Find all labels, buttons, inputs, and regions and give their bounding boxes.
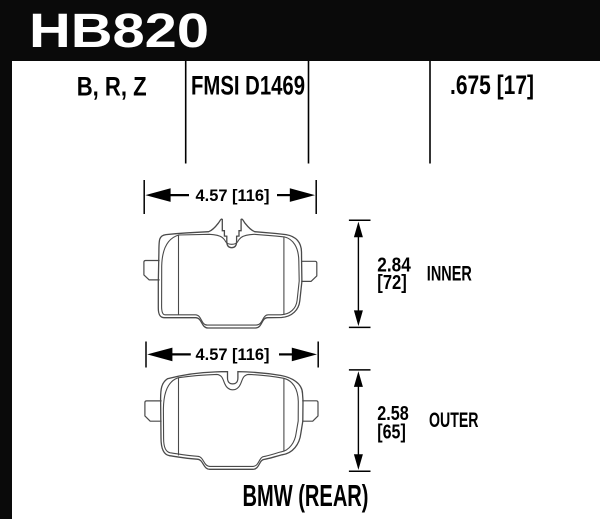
inner-height-value-mm: [72]	[377, 272, 407, 294]
part-number: HB820	[29, 5, 209, 58]
inner-width-arrow-left	[145, 188, 171, 202]
left-edge-band	[0, 0, 12, 519]
inner-height-value-in: 2.84	[377, 254, 411, 276]
pad-thickness-label: .675 [17]	[450, 70, 534, 100]
spec-strip-dividers	[184, 61, 431, 164]
outer-height-value-in: 2.58	[377, 403, 409, 425]
outer-pad-right-tab	[302, 400, 319, 422]
inner-height-dimension	[348, 219, 371, 329]
outer-width-arrow-right	[291, 347, 317, 362]
fmsi-label: FMSI D1469	[191, 71, 305, 101]
header-bar	[0, 0, 600, 61]
application-label: BMW (REAR)	[243, 479, 369, 513]
inner-width-value: 4.57 [116]	[196, 187, 270, 205]
inner-height-arrow-bottom	[353, 310, 363, 327]
inner-pad-left-tab	[143, 259, 160, 281]
outer-width-arrow-left	[147, 347, 173, 362]
inner-pad-drawing	[143, 218, 318, 329]
outer-pad-label: OUTER	[429, 409, 479, 432]
inner-pad-friction-outline	[161, 233, 300, 326]
outer-height-value-mm: [65]	[377, 422, 406, 444]
inner-pad-right-tab	[301, 260, 318, 282]
outer-height-arrow-top	[353, 371, 363, 387]
inner-height-arrow-top	[353, 221, 363, 238]
outer-height-arrow-bottom	[353, 454, 363, 470]
outer-pad-left-tab	[144, 400, 162, 422]
inner-width-arrow-right	[289, 188, 315, 202]
outer-pad-friction-outline	[162, 373, 299, 467]
outer-width-value: 4.57 [116]	[196, 346, 270, 364]
compounds-label: B, R, Z	[77, 72, 147, 102]
outer-height-dimension	[348, 369, 371, 472]
outer-pad-drawing	[144, 370, 319, 470]
outer-pad-outline	[159, 370, 304, 470]
inner-width-dimension	[143, 180, 317, 214]
inner-pad-outline	[157, 218, 303, 329]
outer-width-dimension	[145, 341, 319, 368]
inner-pad-label: INNER	[427, 263, 472, 286]
